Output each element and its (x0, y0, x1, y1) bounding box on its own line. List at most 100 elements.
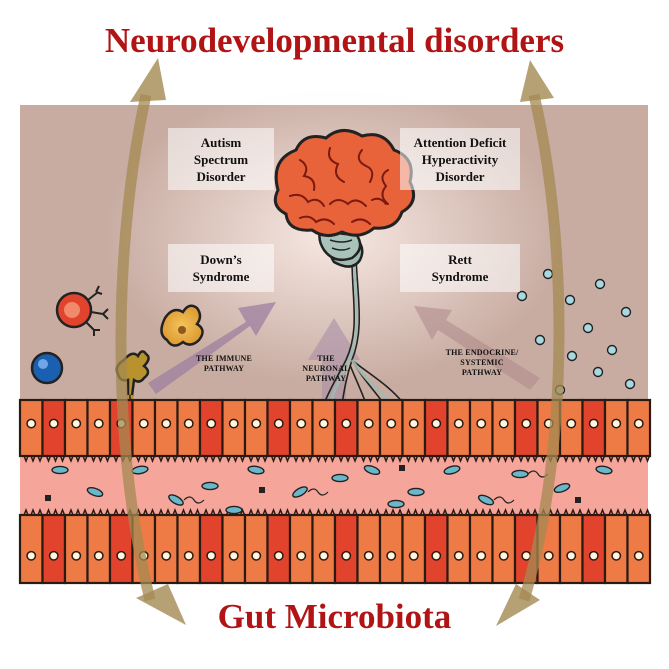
microvillus (360, 507, 367, 516)
microvillus (367, 455, 374, 464)
microvillus (158, 455, 164, 464)
cell-nucleus (161, 550, 172, 561)
microvillus (300, 507, 306, 516)
endocrine-pathway-arrow (414, 306, 540, 390)
microvillus (608, 455, 614, 464)
epithelial-cell (221, 513, 247, 585)
microvillus (622, 455, 628, 464)
microvillus (210, 507, 216, 516)
bacterium (225, 505, 243, 515)
microvillus (637, 507, 644, 516)
cell-nucleus (341, 418, 352, 429)
microvillus (637, 455, 644, 464)
macrophage-icon (160, 304, 204, 347)
microvillus (277, 455, 284, 464)
cell-nucleus (228, 550, 239, 561)
microvillus (52, 507, 59, 516)
microvillus (457, 455, 464, 464)
microvillus (262, 507, 268, 516)
microbe (259, 487, 265, 493)
microvillus (480, 507, 486, 516)
microvillus (577, 455, 583, 464)
microvillus (255, 455, 261, 464)
microvillus (374, 507, 381, 516)
microvillus (165, 455, 171, 464)
cell-nucleus (363, 550, 374, 561)
metabolite (516, 290, 528, 302)
downs-label: Down’s Syndrome (168, 244, 274, 292)
microvillus (457, 507, 464, 516)
microvillus (90, 507, 97, 516)
microvillus (248, 507, 254, 516)
microvillus (480, 455, 486, 464)
microvillus (509, 507, 516, 516)
microvillus (255, 507, 261, 516)
epithelial-cell (446, 513, 472, 585)
downs-text: Down’s Syndrome (192, 252, 250, 284)
microvillus (525, 507, 531, 516)
cell-nucleus (521, 418, 532, 429)
microvillus (300, 455, 306, 464)
cell-nucleus (408, 418, 419, 429)
microvillus (532, 507, 538, 516)
metabolite (566, 350, 578, 362)
microvillus (149, 455, 156, 464)
epithelial-cell (198, 513, 224, 585)
microvillus (30, 507, 36, 516)
microvillus (113, 507, 119, 516)
cell-nucleus (251, 550, 262, 561)
microvillus (322, 507, 329, 516)
cell-nucleus (228, 418, 239, 429)
bacterium (511, 469, 529, 479)
cell-nucleus (588, 550, 599, 561)
microvillus (104, 507, 111, 516)
metabolite (564, 294, 576, 306)
microvillus (367, 507, 374, 516)
metabolite (542, 268, 554, 280)
right-arrow-head-top (520, 60, 554, 102)
bacterium (292, 486, 308, 498)
cell-nucleus (453, 418, 464, 429)
cell-nucleus (498, 418, 509, 429)
microvillus (104, 455, 111, 464)
metabolite (582, 322, 594, 334)
microvillus (142, 455, 149, 464)
microvillus (450, 455, 457, 464)
epithelial-cell (333, 513, 359, 585)
microvillus (37, 507, 43, 516)
metabolite (592, 366, 604, 378)
microvillus (630, 455, 637, 464)
microvillus (495, 455, 502, 464)
microvillus (608, 507, 614, 516)
cell-nucleus (611, 550, 622, 561)
cell-nucleus (26, 418, 37, 429)
microvillus (329, 455, 336, 464)
right-arrow-head-bottom (496, 584, 540, 626)
microvillus (97, 507, 104, 516)
microvillus (412, 507, 419, 516)
title-bottom: Gut Microbiota (217, 597, 452, 636)
brain-icon (273, 129, 416, 268)
microvillus (217, 455, 223, 464)
epithelial-cell (108, 513, 134, 585)
epithelial-cell (468, 513, 494, 585)
bacterium (51, 465, 69, 475)
left-arrow-head-top (130, 58, 166, 102)
cell-nucleus (116, 550, 127, 561)
microvillus (554, 507, 561, 516)
microvillus (149, 507, 156, 516)
microvillus (59, 507, 66, 516)
microvillus (599, 455, 606, 464)
microvillus (113, 455, 119, 464)
epithelial-cell (41, 513, 67, 585)
bacterium (477, 494, 495, 506)
microvillus (644, 455, 651, 464)
microvillus (352, 455, 358, 464)
cell-nucleus (386, 550, 397, 561)
microvillus (397, 507, 403, 516)
microvillus (45, 455, 52, 464)
cell-nucleus (476, 550, 487, 561)
cell-nucleus (93, 418, 104, 429)
microvillus (585, 507, 592, 516)
microvillus (442, 507, 448, 516)
